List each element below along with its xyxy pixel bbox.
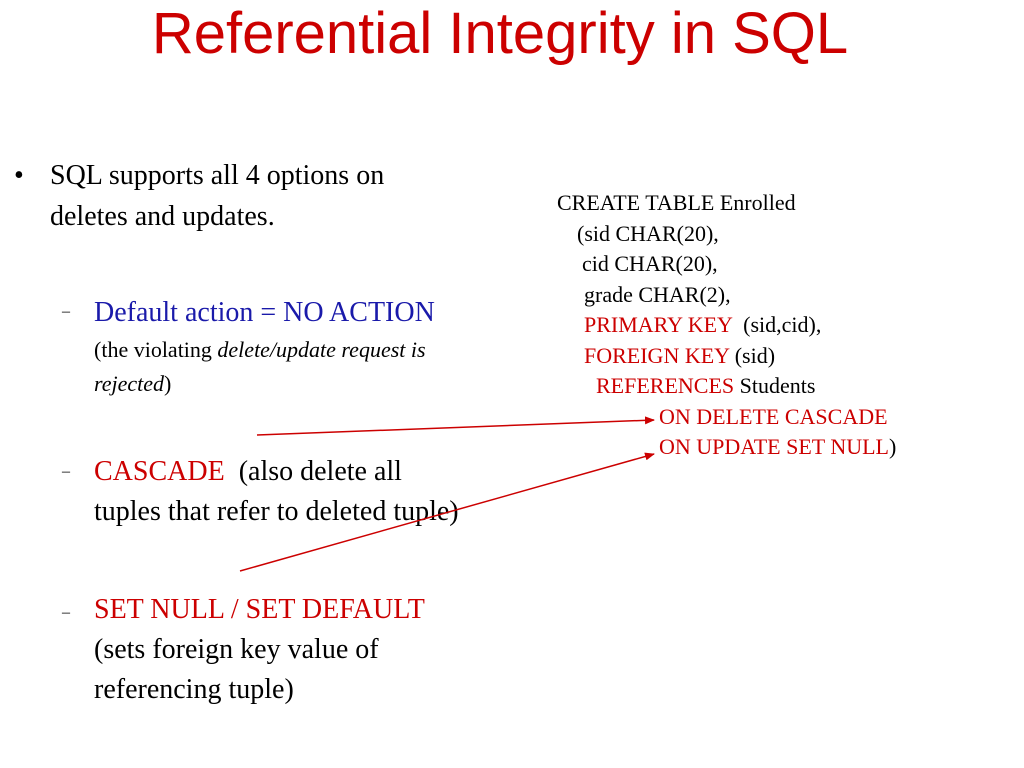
sub-item-no-action: Default action = NO ACTION (the violatin… xyxy=(94,293,435,401)
references-keyword: REFERENCES xyxy=(596,373,735,398)
sub-item-cascade: CASCADE (also delete all tuples that ref… xyxy=(94,452,459,532)
code-line-6: FOREIGN KEY (sid) xyxy=(557,341,896,372)
set-null-keyword: SET NULL / SET DEFAULT xyxy=(94,594,425,625)
code-line-8: ON DELETE CASCADE xyxy=(557,402,896,433)
code-line-5: PRIMARY KEY (sid,cid), xyxy=(557,310,896,341)
primary-key-keyword: PRIMARY KEY xyxy=(584,312,733,337)
code-line-9: ON UPDATE SET NULL) xyxy=(557,432,896,463)
slide-title: Referential Integrity in SQL xyxy=(151,1,849,66)
primary-key-cols: (sid,cid), xyxy=(732,312,822,337)
foreign-key-keyword: FOREIGN KEY xyxy=(584,342,730,368)
set-null-line-3: referencing tuple) xyxy=(94,674,294,705)
set-null-line-2: (sets foreign key value of xyxy=(94,634,379,665)
dash-marker-1: – xyxy=(62,303,70,320)
dash-marker-2: – xyxy=(62,463,70,480)
code-line-7: REFERENCES Students xyxy=(557,371,896,402)
sql-code-block: CREATE TABLE Enrolled (sid CHAR(20), cid C… xyxy=(557,188,896,463)
code-close-paren: ) xyxy=(888,434,897,459)
cascade-line-1: CASCADE (also delete all xyxy=(94,452,459,492)
no-action-desc-1: (the violating delete/update request is xyxy=(94,333,435,367)
sub-item-set-null: SET NULL / SET DEFAULT (sets foreign key… xyxy=(94,590,425,710)
bullet-marker: • xyxy=(14,160,24,191)
no-action-desc-2: rejected) xyxy=(94,367,435,401)
on-delete-cascade: ON DELETE CASCADE xyxy=(659,403,888,429)
code-line-4: grade CHAR(2), xyxy=(584,281,731,307)
cascade-keyword: CASCADE xyxy=(94,456,225,487)
bullet-line-1: SQL supports all 4 options on xyxy=(50,160,385,191)
no-action-desc-open: (the violating xyxy=(94,337,218,362)
cascade-line-2: tuples that refer to deleted tuple) xyxy=(94,496,459,527)
code-line-3: cid CHAR(20), xyxy=(582,251,718,276)
bullet-line-2: deletes and updates. xyxy=(50,201,275,232)
no-action-desc-close: ) xyxy=(164,371,172,396)
on-update-set-null: ON UPDATE SET NULL xyxy=(659,434,889,459)
arrow-cascade xyxy=(256,416,655,436)
references-table: Students xyxy=(734,373,816,398)
foreign-key-cols: (sid) xyxy=(729,342,776,368)
code-line-1: CREATE TABLE Enrolled xyxy=(557,190,796,215)
bullet-text: SQL supports all 4 options on deletes an… xyxy=(50,155,384,237)
no-action-heading: Default action = NO ACTION xyxy=(94,297,435,328)
code-line-2: (sid CHAR(20), xyxy=(577,220,719,246)
arrow-set-null xyxy=(239,452,655,572)
no-action-desc-italic-2: rejected xyxy=(94,371,165,396)
dash-marker-3: – xyxy=(62,604,70,621)
cascade-rest: (also delete all xyxy=(224,456,402,487)
no-action-desc-italic-1: delete/update request is xyxy=(217,337,426,362)
